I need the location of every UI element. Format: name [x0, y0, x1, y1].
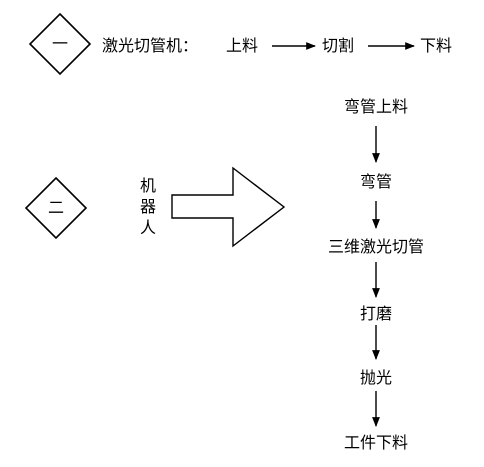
- section-two-marker: 二: [47, 198, 65, 217]
- step-bending: 弯管: [359, 172, 393, 191]
- step-grinding: 打磨: [359, 304, 393, 323]
- robot-char-2: 器: [139, 197, 156, 216]
- robot-char-3: 人: [139, 218, 156, 237]
- step-unloading: 下料: [420, 36, 453, 55]
- step-bend-loading: 弯管上料: [343, 97, 409, 116]
- step-workpiece-unloading: 工件下料: [343, 433, 409, 452]
- robot-char-1: 机: [139, 176, 156, 195]
- step-loading: 上料: [226, 36, 259, 55]
- step-polishing: 抛光: [359, 368, 393, 387]
- section-one-marker: 一: [51, 34, 69, 53]
- section-one-label: 激光切管机：: [102, 36, 199, 55]
- robot-big-arrow: [171, 166, 286, 248]
- step-3d-laser-cutting: 三维激光切管: [327, 237, 425, 256]
- step-cutting: 切割: [322, 36, 355, 55]
- section-two-diamond: [24, 176, 88, 240]
- section-one-diamond: [28, 12, 92, 76]
